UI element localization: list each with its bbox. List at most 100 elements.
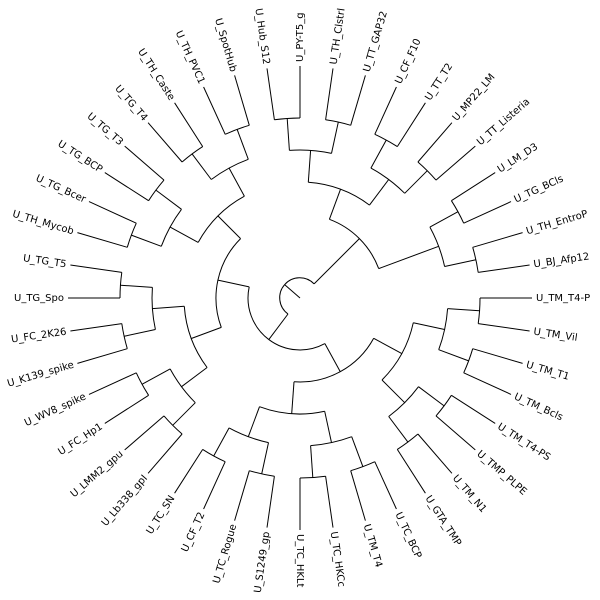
branch-line bbox=[324, 343, 341, 372]
branch-arc bbox=[119, 272, 123, 299]
branch-line bbox=[404, 170, 428, 194]
branch-line bbox=[234, 470, 250, 521]
branch-line bbox=[123, 329, 156, 337]
branch-line bbox=[217, 215, 241, 239]
tree-branches bbox=[68, 66, 532, 530]
branch-line bbox=[313, 238, 360, 285]
leaf-label: U_PY-T5_g bbox=[295, 12, 306, 62]
leaf-label: U_TH_EntroP bbox=[525, 209, 589, 237]
branch-line bbox=[236, 129, 249, 160]
leaf-label: U_LM_D3 bbox=[496, 142, 540, 176]
branch-line bbox=[124, 145, 165, 181]
leaf-label: U_TH_Mycob bbox=[11, 209, 75, 237]
branch-arc bbox=[279, 277, 315, 315]
branch-line bbox=[77, 232, 128, 248]
branch-line bbox=[291, 381, 295, 414]
leaf-label: U_TG_T4 bbox=[112, 83, 149, 123]
branch-line bbox=[307, 150, 312, 183]
leaf-label: U_TG_Bcer bbox=[34, 173, 88, 206]
branch-line bbox=[310, 445, 314, 478]
leaf-label: U_TC_HKCc bbox=[328, 531, 347, 588]
branch-line bbox=[70, 264, 122, 273]
branch-line bbox=[370, 139, 387, 169]
leaf-label: U_TG_Spo bbox=[14, 293, 64, 304]
leaf-labels: U_TM_T4-PU_TM_VilU_TM_T1U_TM_BclsU_TM_T4… bbox=[6, 8, 590, 594]
root-branch bbox=[284, 284, 301, 299]
leaf-label: U_Hub_S12 bbox=[252, 8, 271, 66]
branch-line bbox=[351, 436, 364, 467]
branch-line bbox=[472, 348, 523, 364]
leaf-label: U_FC_Hp1 bbox=[56, 421, 104, 457]
leaf-label: U_TT_T2 bbox=[423, 62, 455, 103]
branch-arc bbox=[308, 181, 370, 206]
branch-line bbox=[203, 461, 226, 510]
branch-line bbox=[463, 372, 512, 395]
leaf-label: U_TC_HKLt bbox=[294, 534, 305, 587]
branch-line bbox=[124, 415, 165, 451]
leaf-label: U_GTA_TMP bbox=[423, 494, 463, 548]
leaf-label: U_TG_BCls bbox=[513, 173, 566, 205]
branch-line bbox=[181, 367, 208, 388]
leaf-label: U_TC_Rogue bbox=[211, 523, 239, 585]
branch-line bbox=[331, 121, 339, 154]
branch-line bbox=[418, 386, 445, 407]
branch-line bbox=[429, 211, 459, 228]
leaf-label: U_TH_Clstrl bbox=[329, 8, 348, 66]
branch-line bbox=[438, 349, 469, 362]
leaf-label: U_FC_2K26 bbox=[11, 327, 68, 346]
branch-line bbox=[152, 305, 185, 310]
branch-line bbox=[104, 172, 149, 202]
branch-arc bbox=[215, 238, 241, 328]
leaf-label: U_TM_T1 bbox=[525, 360, 571, 383]
branch-line bbox=[413, 322, 445, 330]
branch-line bbox=[350, 470, 366, 521]
leaf-label: U_TG_T5 bbox=[22, 253, 67, 270]
branch-line bbox=[325, 476, 334, 528]
branch-line bbox=[217, 279, 250, 288]
leaf-label: U_TG_T3 bbox=[85, 111, 125, 148]
branch-line bbox=[463, 201, 512, 224]
leaf-label: U_TM_T4-PS bbox=[495, 421, 552, 463]
leaf-label: U_SpotHub bbox=[212, 17, 238, 73]
branch-line bbox=[396, 102, 426, 147]
branch-line bbox=[444, 259, 477, 267]
leaf-label: U_TT_Listeria bbox=[475, 96, 532, 148]
leaf-label: U_TC_BCP bbox=[393, 511, 424, 561]
branch-line bbox=[266, 68, 275, 120]
leaf-label: U_TM_N1 bbox=[450, 473, 488, 515]
branch-arc bbox=[299, 475, 326, 479]
branch-line bbox=[147, 122, 183, 163]
branch-line bbox=[435, 415, 476, 451]
branch-line bbox=[155, 189, 182, 210]
branch-line bbox=[141, 368, 171, 385]
branch-line bbox=[88, 372, 137, 395]
branch-line bbox=[388, 416, 409, 443]
leaf-label: U_WV8_spike bbox=[23, 391, 88, 429]
leaf-label: U_S1249_gp bbox=[253, 531, 273, 594]
leaf-label: U_TM_Bcls bbox=[512, 391, 564, 423]
leaf-label: U_LMM2_gpu bbox=[69, 449, 126, 500]
branch-line bbox=[451, 394, 496, 424]
branch-line bbox=[374, 86, 397, 135]
branch-line bbox=[417, 433, 453, 474]
branch-line bbox=[172, 402, 196, 426]
branch-line bbox=[268, 313, 289, 340]
branch-line bbox=[174, 449, 204, 494]
branch-arc bbox=[183, 306, 208, 368]
branch-line bbox=[120, 284, 153, 288]
leaf-label: U_CF_F10 bbox=[393, 37, 423, 86]
branch-line bbox=[447, 308, 480, 312]
branch-line bbox=[396, 449, 426, 494]
branch-line bbox=[213, 427, 230, 457]
branch-line bbox=[324, 411, 332, 443]
leaf-label: U_CF_T2 bbox=[180, 511, 208, 554]
branch-line bbox=[325, 68, 334, 120]
branch-line bbox=[373, 337, 403, 355]
leaf-label: U_TMP_PLPE bbox=[474, 449, 528, 498]
branch-line bbox=[191, 153, 212, 180]
leaf-label: U_K139_spike bbox=[6, 360, 75, 390]
branch-line bbox=[261, 442, 269, 475]
branch-line bbox=[417, 122, 453, 163]
